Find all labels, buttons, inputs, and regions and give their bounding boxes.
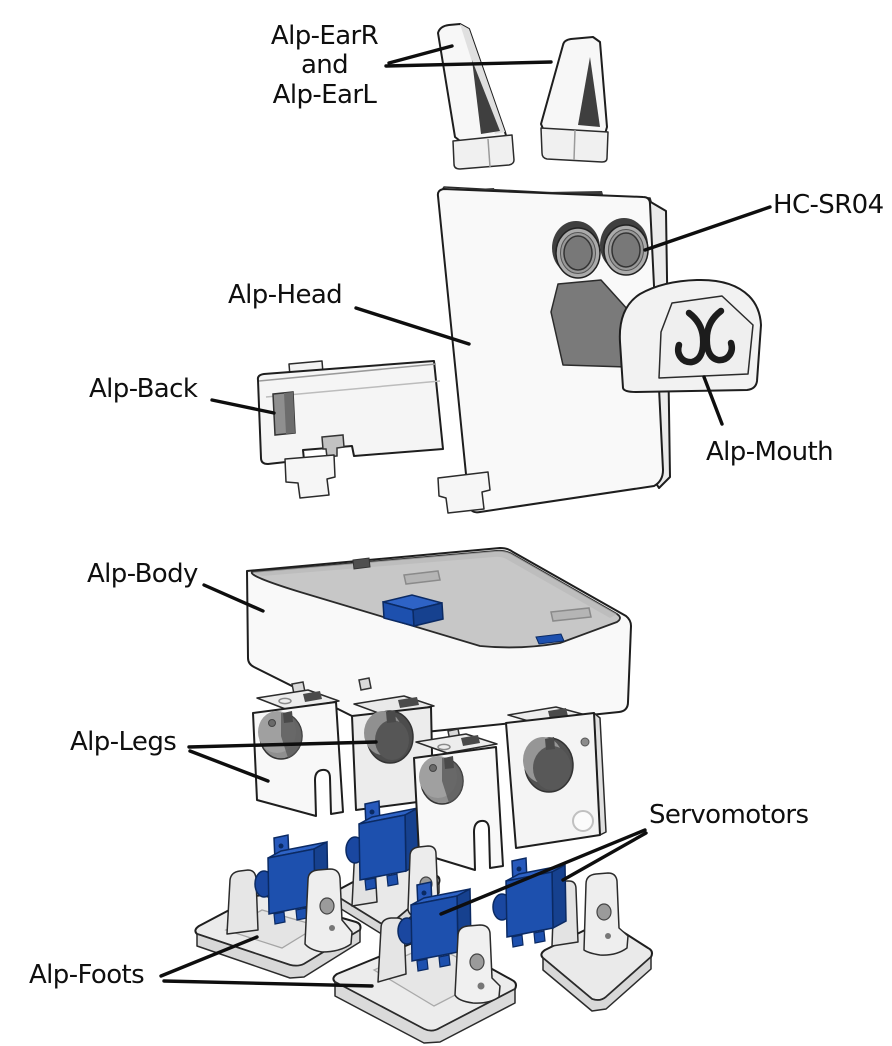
label-back: Alp-Back [89, 374, 198, 404]
label-mouth: Alp-Mouth [706, 437, 834, 467]
alp-ear-l-part [540, 36, 609, 163]
label-body: Alp-Body [87, 559, 198, 589]
label-sensor: HC-SR04 [773, 190, 884, 220]
leader-sensor [643, 205, 772, 252]
alp-leg-rear-left [351, 695, 435, 820]
leader-head [354, 306, 471, 346]
back-clip [284, 454, 336, 499]
ultrasonic-sensor-eyes [552, 218, 649, 279]
label-ears: Alp-EarR and Alp-EarL [270, 21, 379, 110]
label-head: Alp-Head [228, 280, 343, 310]
alp-leg-front-right [413, 733, 504, 871]
label-servomotors: Servomotors [649, 800, 809, 830]
alp-body-part [246, 547, 632, 737]
leader-back [210, 398, 276, 415]
leader-feet-a [159, 935, 259, 978]
leader-mouth [702, 375, 724, 426]
alp-leg-rear-right [505, 706, 607, 849]
servomotor-right [492, 857, 567, 948]
servomotor-rear-left [345, 800, 420, 891]
battery-box [382, 594, 444, 627]
label-legs: Alp-Legs [70, 727, 177, 757]
leader-ears-b [384, 60, 553, 68]
leader-feet-b [162, 979, 374, 988]
alp-head-part [436, 186, 671, 514]
alp-leg-front-left [252, 689, 344, 817]
leader-servos-a [439, 828, 647, 916]
leader-ears-a [387, 44, 454, 65]
alp-mouth-part [618, 278, 762, 393]
leader-servos-b [561, 831, 648, 882]
leader-body [202, 583, 265, 613]
leader-legs-b [188, 749, 270, 783]
head-clip [437, 471, 491, 514]
alp-back-part [256, 360, 444, 499]
label-feet: Alp-Foots [29, 960, 145, 990]
mouth-mark [675, 309, 707, 366]
leader-lines [159, 44, 772, 988]
alp-ear-r-part [437, 23, 515, 170]
leader-legs-a [187, 740, 378, 749]
